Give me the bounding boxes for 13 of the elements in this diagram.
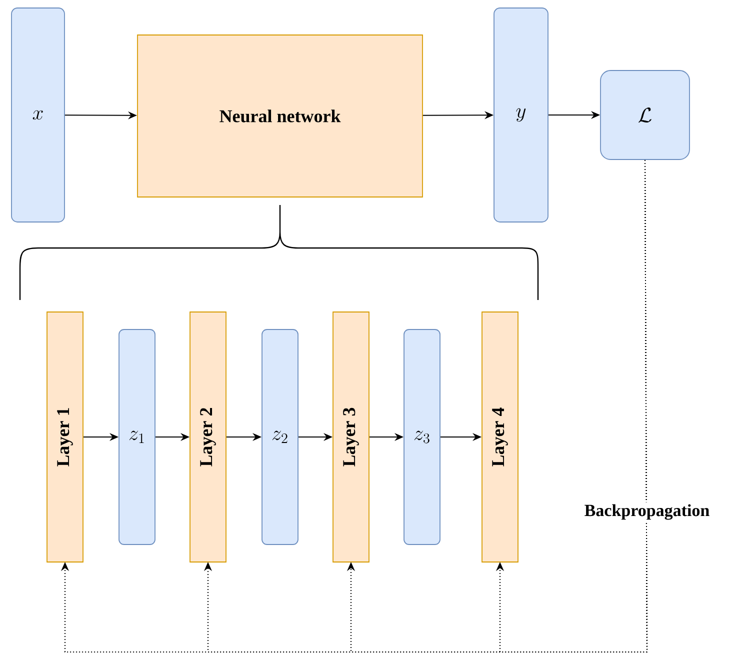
layer-box: Layer 2	[190, 312, 226, 562]
layer-box: Layer 1	[46, 312, 84, 562]
layer-box: Layer 4	[482, 312, 518, 562]
vector-box: $x$	[11, 8, 65, 222]
vector-box: $z_2$	[262, 329, 298, 545]
arrow	[60, 159, 648, 652]
vector-box: $z_3$	[404, 329, 440, 545]
edge-label: Backpropagation	[582, 502, 712, 522]
layer-box: Layer 3	[332, 312, 370, 562]
vector-box: $y$	[494, 8, 548, 222]
vector-box: $\mathcal{L}$	[600, 70, 690, 160]
network-box: Neural network	[137, 34, 423, 198]
vector-box: $z_1$	[118, 329, 156, 545]
